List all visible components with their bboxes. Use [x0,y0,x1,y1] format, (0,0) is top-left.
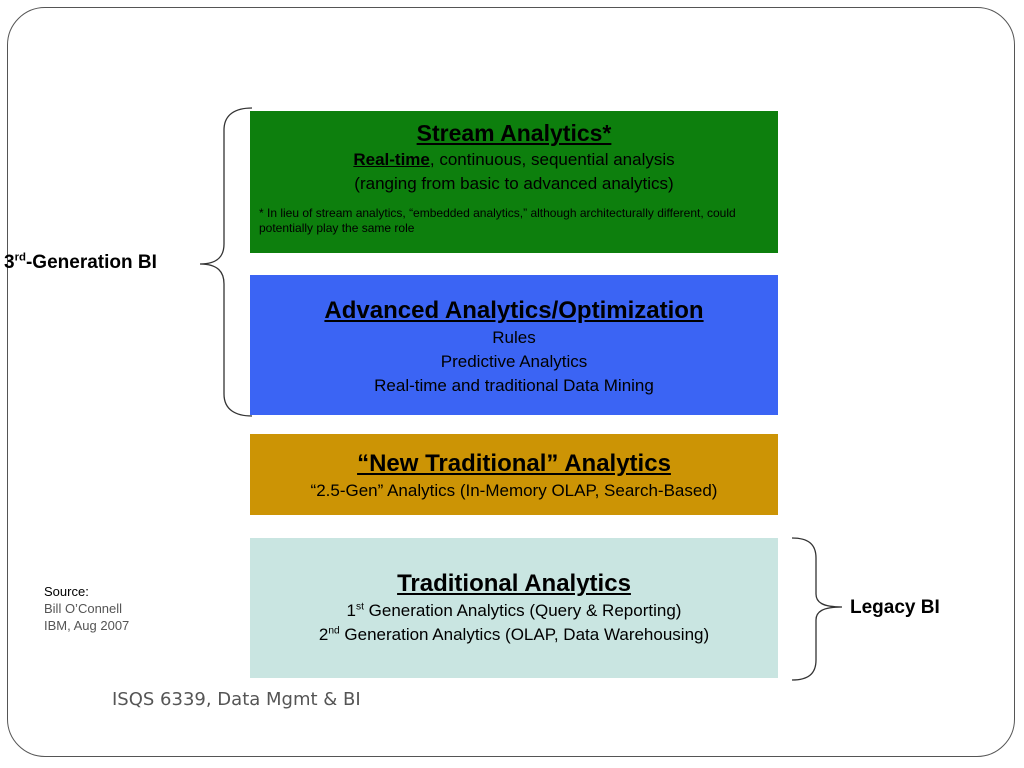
traditional-line-1-rest: Generation Analytics (Query & Reporting) [363,601,682,620]
stream-analytics-box: Stream Analytics* Real-time, continuous,… [250,111,778,253]
stream-analytics-note: * In lieu of stream analytics, “embedded… [259,206,736,235]
gen3-brace [199,107,253,417]
source-heading: Source: [44,584,89,599]
advanced-item: Predictive Analytics [440,352,588,371]
gen3-rest: -Generation BI [25,252,157,273]
source-citation: Source: Bill O’Connell IBM, Aug 2007 [44,583,129,634]
slide-footer: ISQS 6339, Data Mgmt & BI [112,689,361,710]
new-traditional-subtitle: “2.5-Gen” Analytics (In-Memory OLAP, Sea… [310,481,718,500]
stream-analytics-subtitle-line2: (ranging from basic to advanced analytic… [354,174,674,193]
traditional-analytics-box: Traditional Analytics 1st Generation Ana… [250,538,778,678]
gen3-bi-label: 3rd-Generation BI [4,252,157,274]
stream-analytics-title: Stream Analytics* [416,120,612,146]
traditional-title: Traditional Analytics [397,570,631,597]
legacy-bi-label: Legacy BI [850,597,940,618]
advanced-item: Real-time and traditional Data Mining [374,376,654,395]
stream-realtime-emph: Real-time [353,150,430,169]
new-traditional-title: “New Traditional” Analytics [357,450,671,477]
stream-analytics-subtitle: Real-time, continuous, sequential analys… [250,148,778,172]
source-author: Bill O’Connell [44,601,123,616]
advanced-item: Rules [492,328,536,347]
traditional-line-2-sup: nd [328,625,340,637]
advanced-analytics-title: Advanced Analytics/Optimization [324,297,704,324]
traditional-line-2-num: 2 [318,625,329,644]
traditional-line-1-num: 1 [346,601,357,620]
traditional-line-1: 1st Generation Analytics (Query & Report… [250,599,778,623]
source-org: IBM, Aug 2007 [44,618,130,633]
legacy-brace [791,537,843,681]
traditional-line-1-sup: st [356,601,364,613]
traditional-line-2: 2nd Generation Analytics (OLAP, Data War… [250,623,778,647]
stream-subtitle-rest: , continuous, sequential analysis [429,150,675,169]
gen3-sup: rd [14,251,26,264]
traditional-line-2-rest: Generation Analytics (OLAP, Data Warehou… [339,625,710,644]
new-traditional-analytics-box: “New Traditional” Analytics “2.5-Gen” An… [250,434,778,515]
advanced-analytics-box: Advanced Analytics/Optimization Rules Pr… [250,275,778,415]
gen3-num: 3 [4,252,15,273]
slide-frame [7,7,1015,757]
